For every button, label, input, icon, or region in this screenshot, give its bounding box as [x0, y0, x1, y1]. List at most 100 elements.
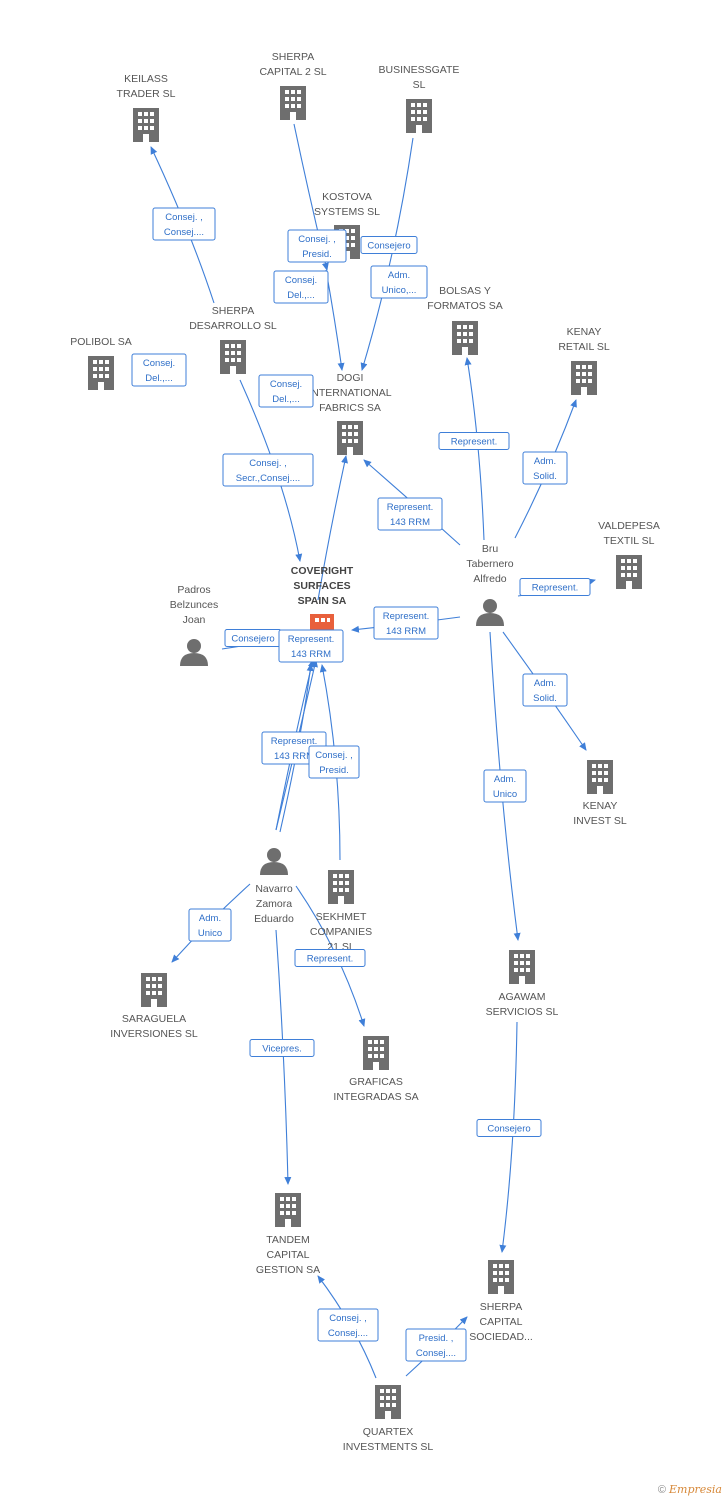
- edge-label-e8[interactable]: Consej. ,Secr.,Consej....: [222, 453, 314, 487]
- building-icon: [310, 614, 334, 632]
- node-polibol[interactable]: POLIBOL SA: [70, 336, 132, 390]
- edge-label-e19[interactable]: Adm.Unico: [483, 769, 527, 803]
- edge-label-e13[interactable]: Represent.143 RRM: [373, 606, 439, 640]
- edge-label-e24[interactable]: Consej. ,Consej....: [317, 1308, 379, 1342]
- edge-line-e22: [275, 929, 292, 1185]
- node-label: KOSTOVA: [322, 191, 372, 203]
- node-label: Zamora: [256, 898, 292, 910]
- edge-label-text: Vicepres.: [262, 1044, 301, 1055]
- edge-label-text: Represent.: [451, 437, 497, 448]
- node-label: CAPITAL 2 SL: [259, 66, 326, 78]
- building-icon: [363, 1036, 389, 1070]
- building-icon: [488, 1260, 514, 1294]
- node-label: Alfredo: [473, 573, 506, 585]
- node-label: SERVICIOS SL: [486, 1006, 559, 1018]
- node-label: Belzunces: [170, 599, 218, 611]
- edge-label-text: Adm.: [534, 678, 556, 689]
- edge-label-text: Represent.: [383, 611, 429, 622]
- edge-label-e11[interactable]: Represent.143 RRM: [377, 497, 443, 531]
- edge-label-e12[interactable]: Represent.: [519, 578, 591, 596]
- edge-label-e25[interactable]: Presid. ,Consej....: [405, 1328, 467, 1362]
- edge-label-e20[interactable]: Adm.Unico: [188, 908, 232, 942]
- node-sherpasoc[interactable]: SHERPACAPITALSOCIEDAD...: [469, 1260, 533, 1343]
- edge-label-e1[interactable]: Consej. ,Consej....: [152, 207, 216, 241]
- edge-label-e5[interactable]: Consej.Del.,...: [273, 270, 329, 304]
- node-label: SHERPA: [212, 305, 254, 317]
- building-icon: [133, 108, 159, 142]
- node-label: RETAIL SL: [558, 341, 610, 353]
- node-label: SL: [413, 79, 426, 91]
- node-label: Padros: [177, 584, 210, 596]
- edge-label-e6[interactable]: Consej.Del.,...: [131, 353, 187, 387]
- node-label: INVESTMENTS SL: [343, 1441, 434, 1453]
- brand-logo-text[interactable]: Empresia: [669, 1483, 722, 1496]
- edge-label-box: [373, 606, 439, 640]
- edge-label-e3[interactable]: Consejero: [360, 236, 418, 254]
- edge-label-e9[interactable]: Represent.: [438, 432, 510, 450]
- building-icon: [406, 99, 432, 133]
- footer: © Empresia: [658, 1483, 722, 1496]
- edge-label-e23[interactable]: Consejero: [476, 1119, 542, 1137]
- edge-label-e18[interactable]: Consej. ,Presid.: [308, 745, 360, 779]
- building-icon: [337, 421, 363, 455]
- edge-label-text: Adm.: [494, 774, 516, 785]
- edge-label-text: Represent.: [271, 736, 317, 747]
- edge-label-box: [483, 769, 527, 803]
- building-icon: [141, 973, 167, 1007]
- node-label: Joan: [183, 614, 206, 626]
- edge-label-e15[interactable]: Represent.143 RRM: [278, 629, 344, 663]
- edge-label-e2[interactable]: Consej. ,Presid.: [287, 229, 347, 263]
- edge-label-e14[interactable]: Consejero: [224, 629, 282, 647]
- node-sherpades[interactable]: SHERPA DESARROLLO SL: [189, 305, 277, 374]
- node-label: SURFACES: [293, 580, 350, 592]
- edge-label-text: Consej.: [285, 275, 317, 286]
- edge-label-text: Represent.: [387, 502, 433, 513]
- node-label: SHERPA: [480, 1301, 522, 1313]
- edge-label-e4[interactable]: Adm.Unico,...: [370, 265, 428, 299]
- edge-label-e16[interactable]: Adm.Solid.: [522, 673, 568, 707]
- building-icon: [275, 1193, 301, 1227]
- edge-label-box: [370, 265, 428, 299]
- edge-label-text: Consej.: [143, 358, 175, 369]
- building-icon: [616, 555, 642, 589]
- node-label: INTERNATIONAL: [308, 387, 391, 399]
- edge-label-box: [522, 673, 568, 707]
- edge-label-text: Consej....: [416, 1348, 456, 1359]
- node-label: SARAGUELA: [122, 1013, 186, 1025]
- node-label: TRADER SL: [117, 88, 176, 100]
- node-label: DESARROLLO SL: [189, 320, 277, 332]
- edge-label-text: 143 RRM: [291, 649, 331, 660]
- edge-label-e7[interactable]: Consej.Del.,...: [258, 374, 314, 408]
- edge-label-e21[interactable]: Represent.: [294, 949, 366, 967]
- building-icon: [328, 870, 354, 904]
- edge-label-box: [519, 578, 591, 596]
- edge-label-text: Del.,...: [272, 394, 299, 405]
- edge-line-e15: [317, 455, 348, 601]
- edge-label-text: Adm.: [388, 270, 410, 281]
- edge-label-e10[interactable]: Adm.Solid.: [522, 451, 568, 485]
- building-icon: [452, 321, 478, 355]
- edge-label-text: Consejero: [367, 241, 410, 252]
- edge-label-e22[interactable]: Vicepres.: [249, 1039, 315, 1057]
- node-label: CAPITAL: [267, 1249, 310, 1261]
